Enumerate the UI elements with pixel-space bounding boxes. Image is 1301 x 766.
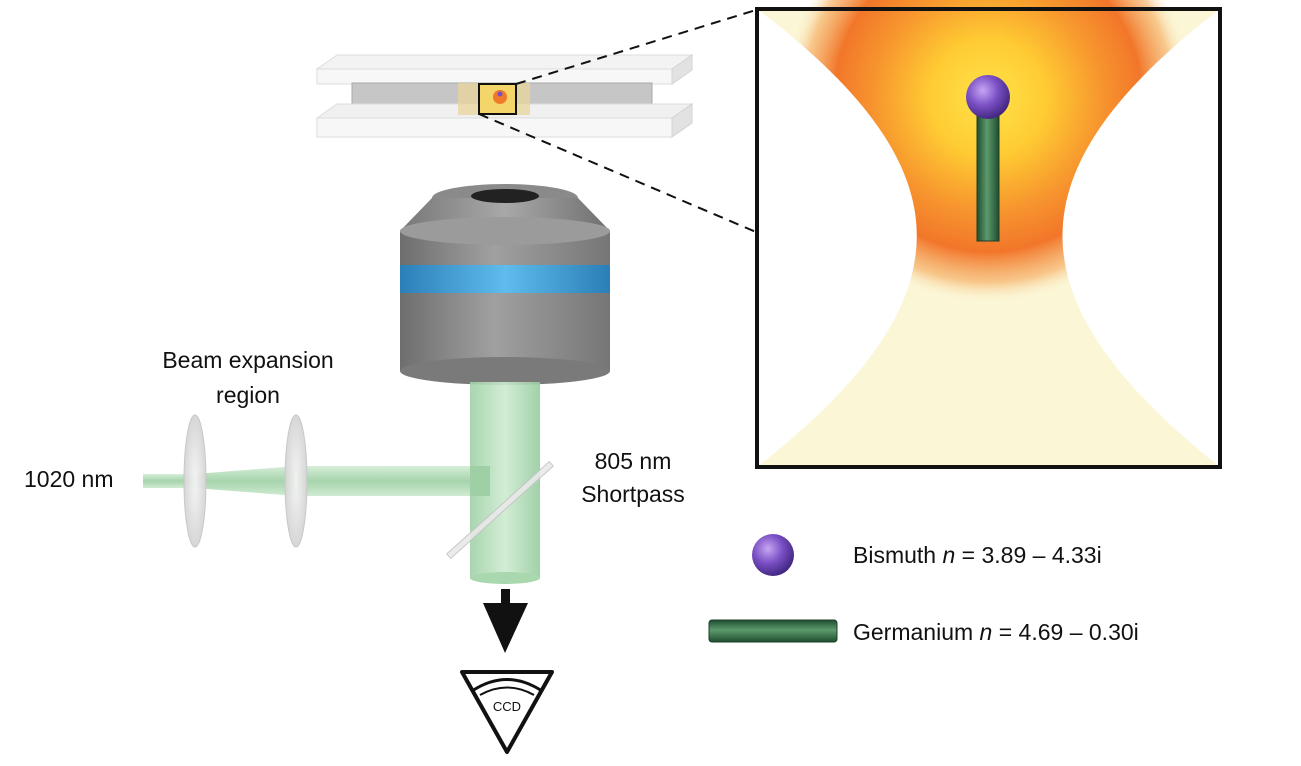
top-slide-side [671,54,693,85]
bottom-slide-front [316,117,673,138]
incoming-beam-narrow [143,474,195,488]
germanium-legend-icon [708,619,838,643]
mini-trap-glow [493,90,507,104]
expanding-beam [195,466,296,496]
beam-paths [143,382,554,584]
zoom-line-top [515,9,757,85]
bismuth-name: Bismuth [853,542,936,568]
wavelength-label: 1020 nm [24,466,114,492]
beam-waist-edge-mask-right [1062,9,1220,467]
bismuth-nanoparticle [966,75,1010,119]
bismuth-legend-icon [752,534,794,576]
panel-border [755,7,1222,469]
mini-particle [497,91,503,97]
eye-icon: CCD [460,670,554,754]
germanium-nanowire [976,107,1000,242]
top-slide-front [316,68,673,85]
arrow-head [483,603,528,653]
germanium-name: Germanium [853,619,973,645]
germanium-n-symbol: n [980,619,993,645]
bismuth-n-value: = 3.89 – 4.33i [962,542,1102,568]
bottom-slide-side [671,103,693,138]
eye-lid-inner [479,686,535,696]
beam-expansion-lenses [183,414,308,548]
beam-corner [470,466,490,496]
shortpass-label-line2: Shortpass [581,481,685,507]
beam-waist-edge-mask [757,9,917,467]
objective-blue-band [400,265,610,293]
objective-aperture [471,189,539,203]
vertical-beam-bottom [470,572,540,584]
germanium-legend-text: Germanium n = 4.69 – 0.30i [853,619,1139,645]
germanium-n-value: = 4.69 – 0.30i [999,619,1139,645]
beam-expansion-label-line2: region [216,382,280,408]
dichroic-mirror [446,460,554,560]
beam-expansion-label-line1: Beam expansion [162,347,333,373]
objective-bottom [400,357,610,385]
zoom-connectors [478,9,757,233]
arrow-shaft [501,589,510,609]
expansion-lens-2 [284,414,308,548]
expanded-beam [296,466,490,496]
sample-holder [315,54,694,138]
zoomed-trap-panel [755,0,1222,469]
ccd-label: CCD [493,699,521,714]
objective-lens [400,184,610,385]
arrow-down-icon [483,589,528,653]
legend: Bismuth n = 3.89 – 4.33i Germanium n = 4… [708,534,1139,645]
bismuth-legend-text: Bismuth n = 3.89 – 4.33i [853,542,1102,568]
bismuth-n-symbol: n [942,542,955,568]
eye-lid [471,678,543,693]
top-slide-top-face [315,54,694,70]
objective-upper-rim [400,217,610,245]
expansion-lens-1 [183,414,207,548]
shortpass-label-line1: 805 nm [595,448,672,474]
